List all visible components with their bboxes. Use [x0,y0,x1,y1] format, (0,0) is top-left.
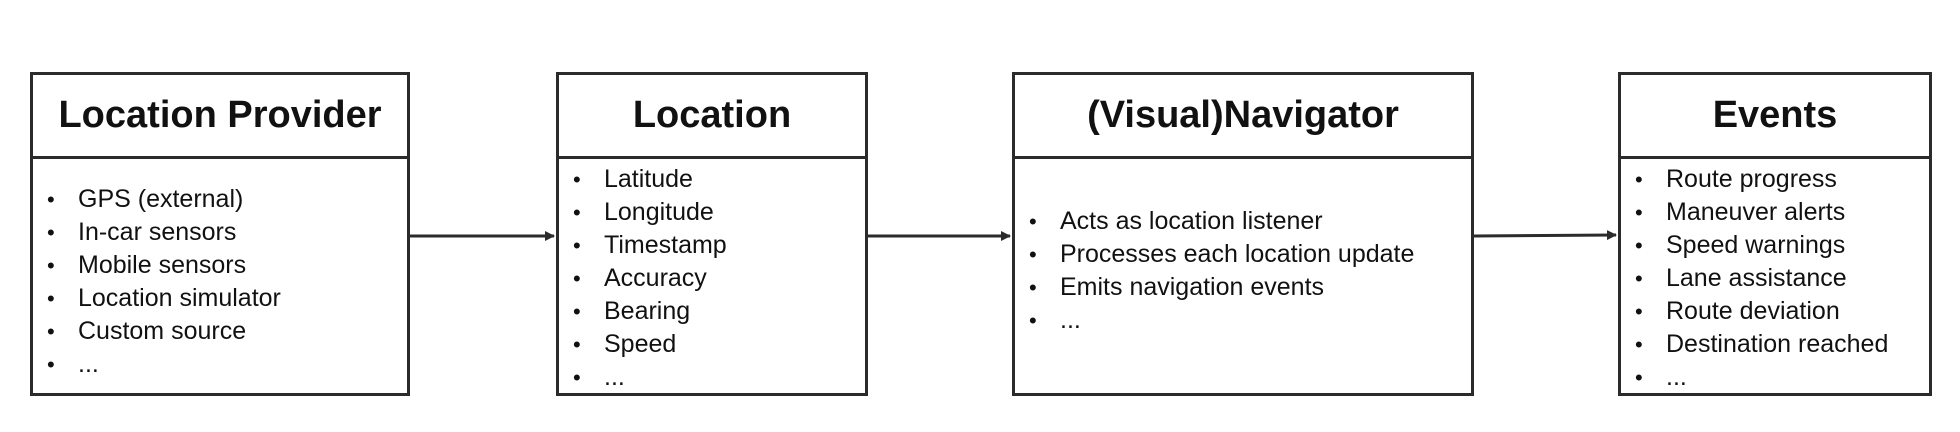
bullet-icon: • [1029,308,1037,333]
list-item: •Destination reached [1621,328,1929,361]
bullet-icon: • [573,365,581,390]
list-item: •Accuracy [559,262,865,295]
bullet-icon: • [1635,167,1643,192]
list-item: •... [33,348,407,381]
bullet-icon: • [1635,332,1643,357]
visual-navigator-box: (Visual)Navigator •Acts as location list… [1012,72,1474,396]
item-list: •GPS (external) •In-car sensors •Mobile … [33,183,407,381]
list-item: •... [1621,361,1929,394]
box-title: Location Provider [33,75,407,159]
list-item: •In-car sensors [33,216,407,249]
bullet-icon: • [573,167,581,192]
location-box: Location •Latitude •Longitude •Timestamp… [556,72,868,396]
bullet-icon: • [1635,266,1643,291]
bullet-icon: • [47,352,55,377]
list-item: •... [559,361,865,394]
bullet-icon: • [573,332,581,357]
list-item: •Location simulator [33,282,407,315]
list-item: •... [1015,304,1471,337]
box-title: (Visual)Navigator [1015,75,1471,159]
list-item: •Processes each location update [1015,238,1471,271]
bullet-icon: • [573,200,581,225]
bullet-icon: • [573,266,581,291]
list-item: •Mobile sensors [33,249,407,282]
list-item: •Latitude [559,163,865,196]
bullet-icon: • [1635,365,1643,390]
bullet-icon: • [573,233,581,258]
list-item: •Route deviation [1621,295,1929,328]
bullet-icon: • [47,319,55,344]
bullet-icon: • [1635,299,1643,324]
list-item: •Lane assistance [1621,262,1929,295]
bullet-icon: • [47,253,55,278]
events-box: Events •Route progress •Maneuver alerts … [1618,72,1932,396]
item-list: •Acts as location listener •Processes ea… [1015,205,1471,337]
box-title: Location [559,75,865,159]
bullet-icon: • [47,286,55,311]
item-list: •Latitude •Longitude •Timestamp •Accurac… [559,163,865,394]
bullet-icon: • [1029,242,1037,267]
list-item: •Speed [559,328,865,361]
list-item: •Acts as location listener [1015,205,1471,238]
list-item: •Custom source [33,315,407,348]
bullet-icon: • [573,299,581,324]
bullet-icon: • [1029,209,1037,234]
list-item: •Timestamp [559,229,865,262]
list-item: •Maneuver alerts [1621,196,1929,229]
list-item: •Bearing [559,295,865,328]
arrow-navigator-to-events [1473,230,1617,241]
list-item: •Emits navigation events [1015,271,1471,304]
bullet-icon: • [1029,275,1037,300]
item-list: •Route progress •Maneuver alerts •Speed … [1621,163,1929,394]
location-provider-box: Location Provider •GPS (external) •In-ca… [30,72,410,396]
list-item: •GPS (external) [33,183,407,216]
box-title: Events [1621,75,1929,159]
list-item: •Longitude [559,196,865,229]
bullet-icon: • [1635,200,1643,225]
list-item: •Speed warnings [1621,229,1929,262]
list-item: •Route progress [1621,163,1929,196]
bullet-icon: • [47,220,55,245]
bullet-icon: • [47,187,55,212]
bullet-icon: • [1635,233,1643,258]
